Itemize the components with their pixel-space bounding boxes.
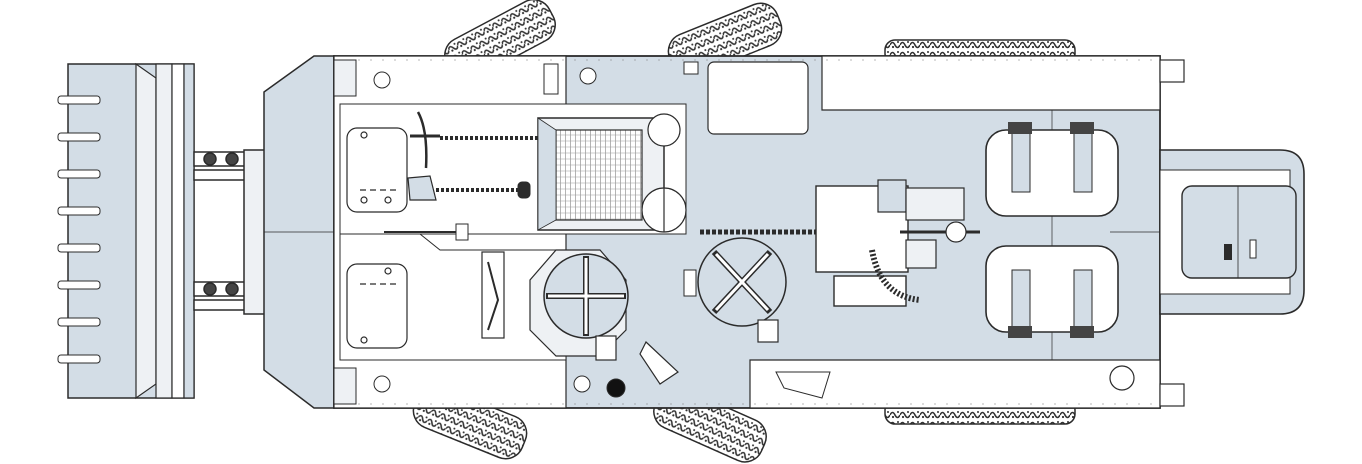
- blade-arms: [193, 149, 267, 315]
- engine-grille: [537, 117, 665, 231]
- gunner-hatch: [683, 237, 787, 343]
- remote-weapon-station: [700, 179, 980, 307]
- rear-corner-fittings: [1109, 59, 1185, 407]
- shovel-tool: [407, 175, 531, 201]
- front-glacis: [263, 55, 335, 409]
- crowbar-tool: [384, 223, 469, 241]
- hull-fittings: [481, 61, 831, 399]
- dozer-blade: [57, 62, 195, 400]
- corner-plates: [333, 59, 597, 405]
- pickaxe-tool: [410, 111, 540, 169]
- roof-hatch-rear: [985, 245, 1119, 338]
- commander-hatch: [529, 249, 629, 361]
- blade-teeth: [57, 95, 101, 364]
- roof-hatch-front: [985, 122, 1119, 217]
- driver-hatch-plates: [346, 127, 408, 349]
- rear-door: [1181, 185, 1297, 279]
- engine-access-covers: [641, 113, 687, 233]
